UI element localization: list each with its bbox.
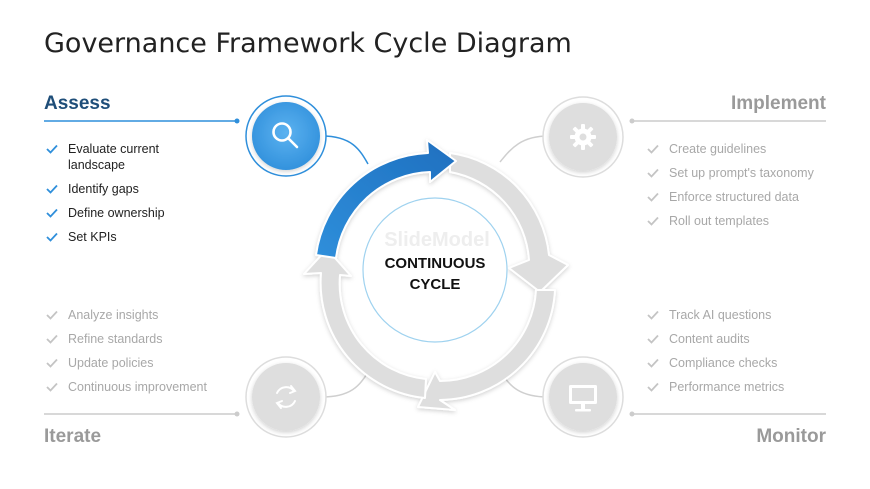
implement-icon-circle — [542, 96, 624, 178]
iterate-item-label: Refine standards — [68, 332, 163, 346]
cycle-arrows — [303, 139, 569, 411]
list-item: Compliance checks — [645, 355, 784, 371]
implement-item-label: Enforce structured data — [669, 190, 799, 204]
iterate-connector — [321, 371, 369, 398]
list-item: Continuous improvement — [44, 379, 207, 395]
check-icon — [46, 144, 58, 154]
iterate-item-label: Continuous improvement — [68, 380, 207, 394]
list-item: Enforce structured data — [645, 189, 814, 205]
monitor-icon — [569, 385, 597, 412]
arrow-monitor-to-iterate — [417, 289, 556, 411]
check-icon — [46, 232, 58, 242]
check-icon — [647, 382, 659, 392]
monitor-item-label: Performance metrics — [669, 380, 785, 394]
assess-item-label: Set KPIs — [68, 230, 117, 244]
implement-item-label: Roll out templates — [669, 214, 770, 228]
center-label: CONTINUOUS CYCLE — [360, 253, 510, 295]
list-item: Analyze insights — [44, 307, 207, 323]
implement-list: Create guidelines Set up prompt's taxono… — [645, 141, 814, 237]
check-icon — [46, 208, 58, 218]
center-label-line-2: CYCLE — [409, 276, 461, 293]
list-item: Create guidelines — [645, 141, 814, 157]
monitor-divider-dot — [629, 411, 635, 417]
check-icon — [647, 216, 659, 226]
check-icon — [647, 358, 659, 368]
implement-item-label: Create guidelines — [669, 142, 767, 156]
search-icon — [272, 122, 299, 149]
arrow-assess-to-implement — [315, 139, 457, 259]
check-icon — [46, 184, 58, 194]
assess-divider-dot — [234, 118, 240, 124]
iterate-icon-circle — [245, 356, 327, 438]
list-item: Set up prompt's taxonomy — [645, 165, 814, 181]
list-item: Set KPIs — [44, 229, 168, 245]
check-icon — [46, 310, 58, 320]
check-icon — [647, 334, 659, 344]
monitor-icon-circle — [542, 356, 624, 438]
check-icon — [647, 192, 659, 202]
list-item: Define ownership — [44, 205, 168, 221]
watermark: SlideModel — [384, 229, 490, 251]
gear-icon — [570, 124, 596, 150]
iterate-item-label: Update policies — [68, 356, 154, 370]
monitor-list: Track AI questions Content audits Compli… — [645, 307, 784, 403]
center-circle — [362, 197, 508, 343]
check-icon — [647, 310, 659, 320]
arrow-iterate-to-assess — [303, 248, 427, 399]
implement-divider-dot — [629, 118, 635, 124]
implement-item-label: Set up prompt's taxonomy — [669, 166, 814, 180]
list-item: Roll out templates — [645, 213, 814, 229]
monitor-item-label: Content audits — [669, 332, 750, 346]
assess-title: Assess — [44, 93, 111, 114]
check-icon — [46, 334, 58, 344]
iterate-divider-dot — [234, 411, 240, 417]
list-item: Performance metrics — [645, 379, 784, 395]
check-icon — [46, 382, 58, 392]
arrow-implement-to-monitor — [449, 152, 569, 293]
list-item: Content audits — [645, 331, 784, 347]
check-icon — [647, 168, 659, 178]
assess-icon-circle — [245, 95, 327, 177]
assess-item-label: Identify gaps — [68, 182, 139, 196]
assess-item-label: Define ownership — [68, 206, 165, 220]
check-icon — [647, 144, 659, 154]
assess-list: Evaluate current landscape Identify gaps… — [44, 141, 168, 253]
assess-item-label: Evaluate current landscape — [68, 142, 160, 172]
monitor-title: Monitor — [756, 426, 826, 447]
page-title: Governance Framework Cycle Diagram — [44, 28, 572, 59]
list-item: Evaluate current landscape — [44, 141, 168, 173]
refresh-icon — [275, 385, 297, 409]
iterate-title: Iterate — [44, 426, 102, 447]
monitor-item-label: Track AI questions — [669, 308, 772, 322]
implement-connector — [499, 135, 549, 163]
iterate-list: Analyze insights Refine standards Update… — [44, 307, 207, 403]
assess-connector — [321, 135, 369, 165]
iterate-item-label: Analyze insights — [68, 308, 159, 322]
list-item: Identify gaps — [44, 181, 168, 197]
list-item: Track AI questions — [645, 307, 784, 323]
list-item: Update policies — [44, 355, 207, 371]
implement-title: Implement — [730, 93, 826, 114]
check-icon — [46, 358, 58, 368]
monitor-item-label: Compliance checks — [669, 356, 778, 370]
center-label-line-1: CONTINUOUS — [384, 255, 486, 272]
list-item: Refine standards — [44, 331, 207, 347]
